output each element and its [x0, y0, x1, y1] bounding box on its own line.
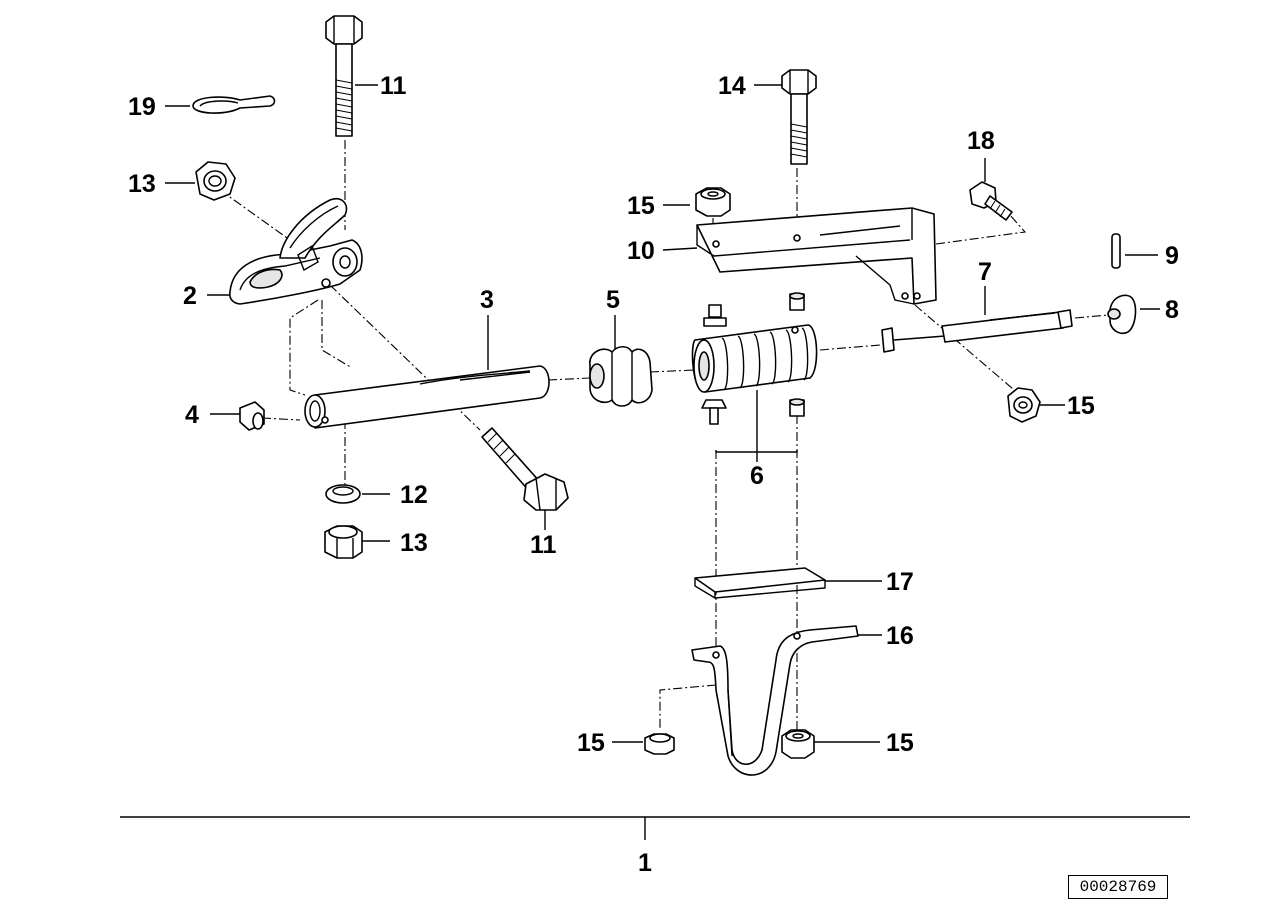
- callout-9: 9: [1165, 242, 1179, 270]
- callout-17: 17: [886, 568, 914, 596]
- callout-11-top: 11: [380, 72, 407, 100]
- callout-13-top: 13: [128, 170, 156, 198]
- callout-1: 1: [638, 849, 652, 877]
- part-3-drawbar-tube: [304, 365, 550, 429]
- part-11-bolt-angled: [481, 427, 569, 511]
- callout-12: 12: [400, 481, 428, 509]
- callout-13-bottom: 13: [400, 529, 428, 557]
- part-16-u-bracket: [691, 625, 859, 776]
- callout-4: 4: [185, 401, 199, 429]
- assembly-lines: [219, 140, 1109, 740]
- part-17-plate: [694, 567, 826, 599]
- part-5-bellows: [589, 345, 653, 407]
- part-15-nut-right: [1007, 387, 1041, 423]
- callout-18: 18: [967, 127, 995, 155]
- callout-2: 2: [183, 282, 197, 310]
- callout-7: 7: [978, 258, 992, 286]
- part-18-screw: [969, 181, 1013, 221]
- part-10-bracket: [696, 207, 937, 305]
- callout-19: 19: [128, 93, 156, 121]
- callout-14: 14: [718, 72, 746, 100]
- callout-5: 5: [606, 286, 620, 314]
- part-11-bolt-vertical: [325, 15, 363, 137]
- part-13-nut-bottom: [324, 525, 363, 559]
- part-4-sleeve: [239, 401, 265, 431]
- part-15-nut-lower-left: [644, 733, 675, 755]
- part-7-damper-rod: [881, 309, 1073, 353]
- callout-11-bottom: 11: [530, 531, 557, 559]
- part-13-nut-top: [195, 161, 236, 201]
- part-8-end-cap: [1107, 294, 1137, 335]
- callout-16: 16: [886, 622, 914, 650]
- callout-10: 10: [627, 237, 655, 265]
- part-9-pin: [1111, 233, 1121, 269]
- callout-labels: 11 19 13 2 3 5 4 12 13 11 14 15 10 18 9 …: [128, 72, 1179, 877]
- callout-15-upper: 15: [627, 192, 655, 220]
- callout-6: 6: [750, 462, 764, 490]
- part-2-coupling-head: [229, 197, 363, 305]
- part-14-bolt: [781, 69, 817, 165]
- callout-15-right: 15: [1067, 392, 1095, 420]
- part-6-fittings: [701, 292, 805, 425]
- assembly-baseline: [120, 816, 1190, 840]
- part-15-nut-upper: [695, 187, 731, 217]
- callout-15-lower-left: 15: [577, 729, 605, 757]
- part-6-damper-housing: [691, 324, 818, 393]
- part-15-nut-lower-right: [781, 729, 815, 759]
- callout-3: 3: [480, 286, 494, 314]
- part-19-lock-clip: [192, 95, 276, 114]
- callout-8: 8: [1165, 296, 1179, 324]
- leader-lines: [165, 84, 1160, 743]
- callout-15-lower-right: 15: [886, 729, 914, 757]
- reference-number: 00028769: [1068, 875, 1168, 899]
- part-12-washer: [325, 484, 361, 504]
